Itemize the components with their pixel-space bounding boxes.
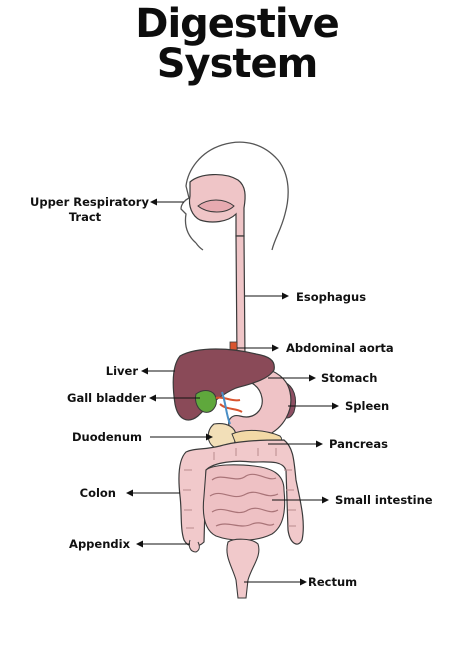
label-pancreas: Pancreas <box>329 437 388 451</box>
label-appendix: Appendix <box>69 537 130 551</box>
neck-outline <box>195 242 204 251</box>
title-line-2: System <box>156 41 319 87</box>
colon-haustra <box>183 448 296 529</box>
rectum-shape <box>226 538 260 599</box>
label-duodenum: Duodenum <box>71 430 142 444</box>
leader-lines <box>126 198 339 586</box>
label-abdominal-aorta: Abdominal aorta <box>286 341 394 355</box>
label-liver: Liver <box>105 364 138 378</box>
small-intestine-shape <box>202 464 286 541</box>
title-line-1: Digestive <box>135 1 340 47</box>
label-spleen: Spleen <box>345 399 390 413</box>
label-upper-respiratory: Upper Respiratory <box>30 195 149 209</box>
appendix-shape <box>188 539 200 553</box>
esophagus-tube <box>235 235 246 361</box>
hepatic-vessels <box>215 396 243 413</box>
label-upper-respiratory-line2: Tract <box>68 210 102 224</box>
label-small-intestine: Small intestine <box>335 493 433 507</box>
label-gall-bladder: Gall bladder <box>67 391 146 405</box>
label-rectum: Rectum <box>308 575 358 589</box>
label-colon: Colon <box>79 486 116 500</box>
portal-vein <box>221 391 231 425</box>
label-stomach: Stomach <box>321 371 378 385</box>
head-outline <box>180 141 289 251</box>
tongue <box>197 199 235 213</box>
gallbladder-shape <box>195 390 217 413</box>
label-esophagus: Esophagus <box>296 290 367 304</box>
intestine-coils <box>209 473 279 527</box>
